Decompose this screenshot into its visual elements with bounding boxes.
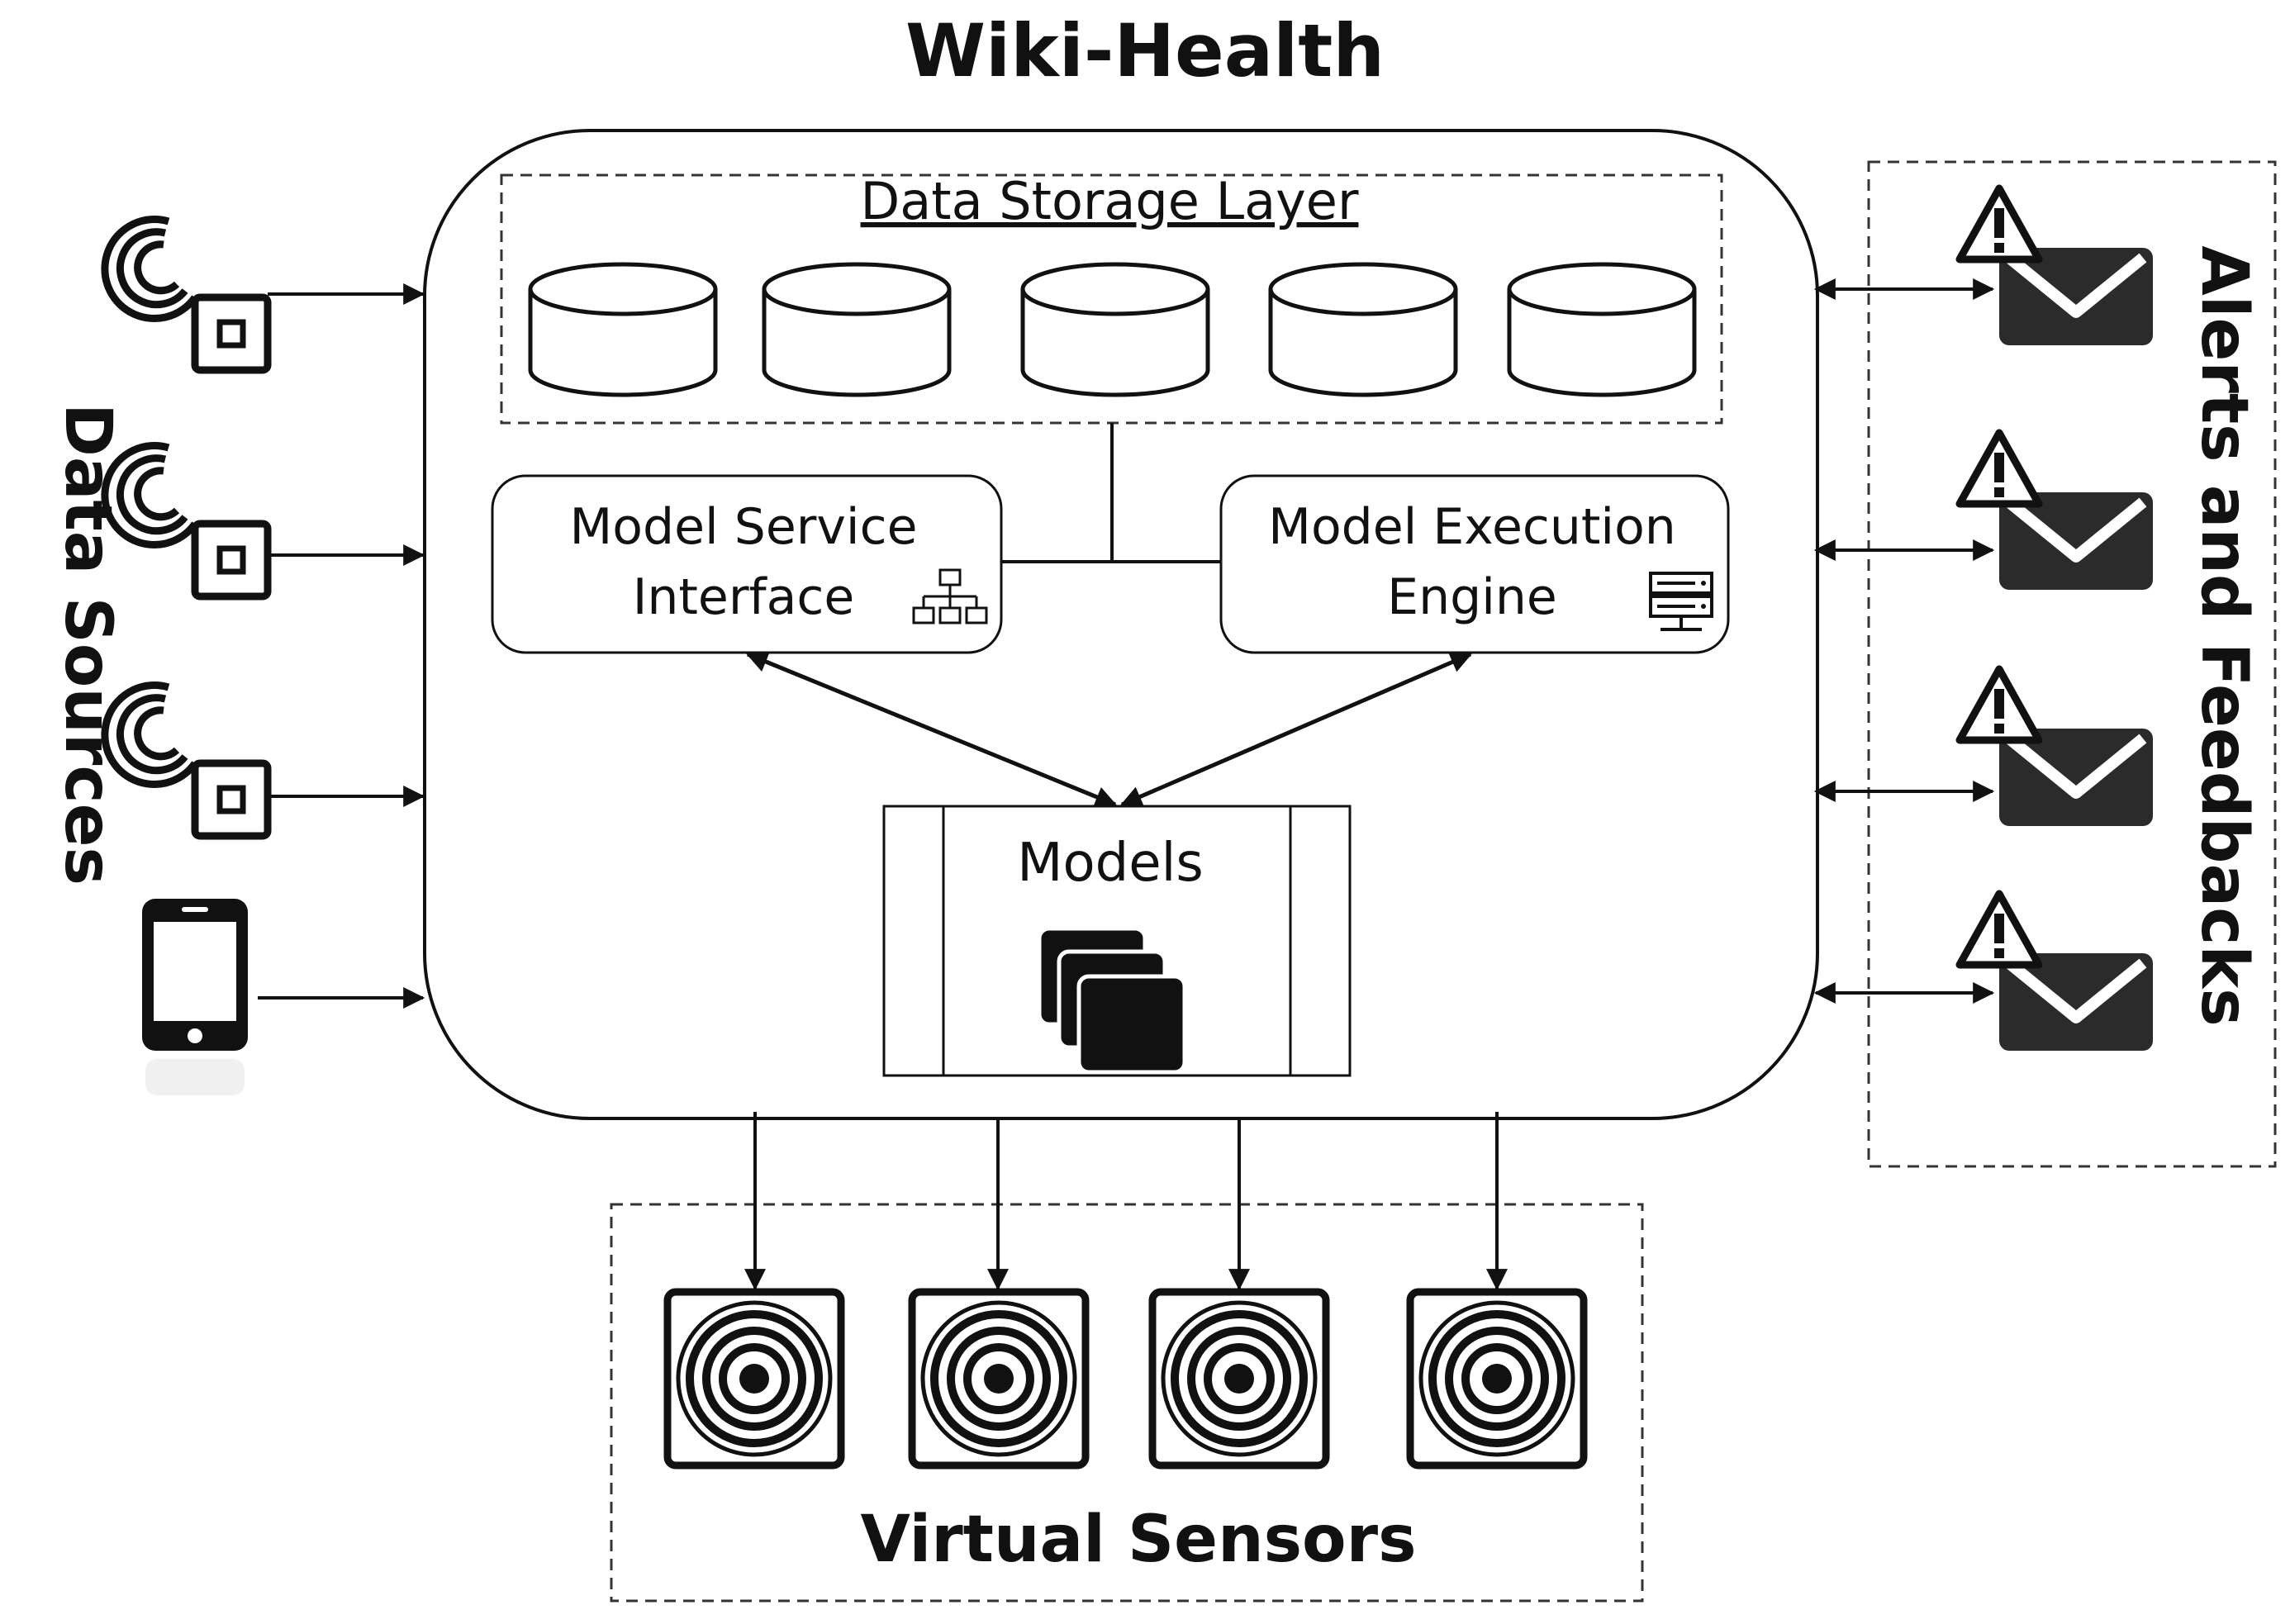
- alert-mail-icon: [1960, 188, 2153, 345]
- wireless-sensor-icon: [105, 686, 268, 836]
- stacked-models-icon: [1037, 926, 1187, 1075]
- alerts-feedbacks-box: [1867, 160, 2277, 1168]
- alert-mail-icon: [1960, 894, 2153, 1051]
- engine-models-arrow: [1120, 652, 1472, 807]
- wireless-sensor-icon: [105, 446, 268, 596]
- database-icon-2: [764, 264, 949, 395]
- database-icon-5: [1509, 264, 1694, 395]
- server-icon: [1649, 572, 1713, 631]
- database-icon-3: [1023, 264, 1208, 395]
- model-service-interface-label-1: Model Service: [570, 498, 918, 556]
- wireless-sensor-icon: [105, 220, 268, 370]
- model-execution-engine-label-1: Model Execution: [1268, 498, 1676, 556]
- service-models-arrow: [745, 651, 1118, 808]
- virtual-sensor-icon: [1152, 1292, 1326, 1465]
- virtual-sensors-box: [610, 1203, 1644, 1603]
- alert-mail-icon: [1960, 669, 2153, 826]
- models-label: Models: [1017, 833, 1204, 894]
- alerts-feedbacks-label: Alerts and Feedbacks: [2187, 245, 2261, 1026]
- diagram-title: Wiki-Health: [905, 8, 1385, 93]
- database-icon-1: [530, 264, 715, 395]
- data-sources-label: Data Sources: [50, 403, 125, 886]
- virtual-sensor-icon: [1410, 1292, 1584, 1465]
- model-service-interface-label-2: Interface: [633, 568, 855, 626]
- model-execution-engine-label-2: Engine: [1387, 568, 1557, 626]
- data-storage-layer-label: Data Storage Layer: [861, 171, 1359, 231]
- virtual-sensors-label: Virtual Sensors: [860, 1503, 1416, 1577]
- model-execution-engine-box: [1219, 474, 1730, 654]
- hierarchy-icon: [912, 568, 988, 624]
- alert-mail-icon: [1960, 433, 2153, 590]
- smartphone-icon: [142, 899, 248, 1095]
- database-icon-4: [1271, 264, 1456, 395]
- virtual-sensor-icon: [912, 1292, 1086, 1465]
- virtual-sensor-icon: [668, 1292, 841, 1465]
